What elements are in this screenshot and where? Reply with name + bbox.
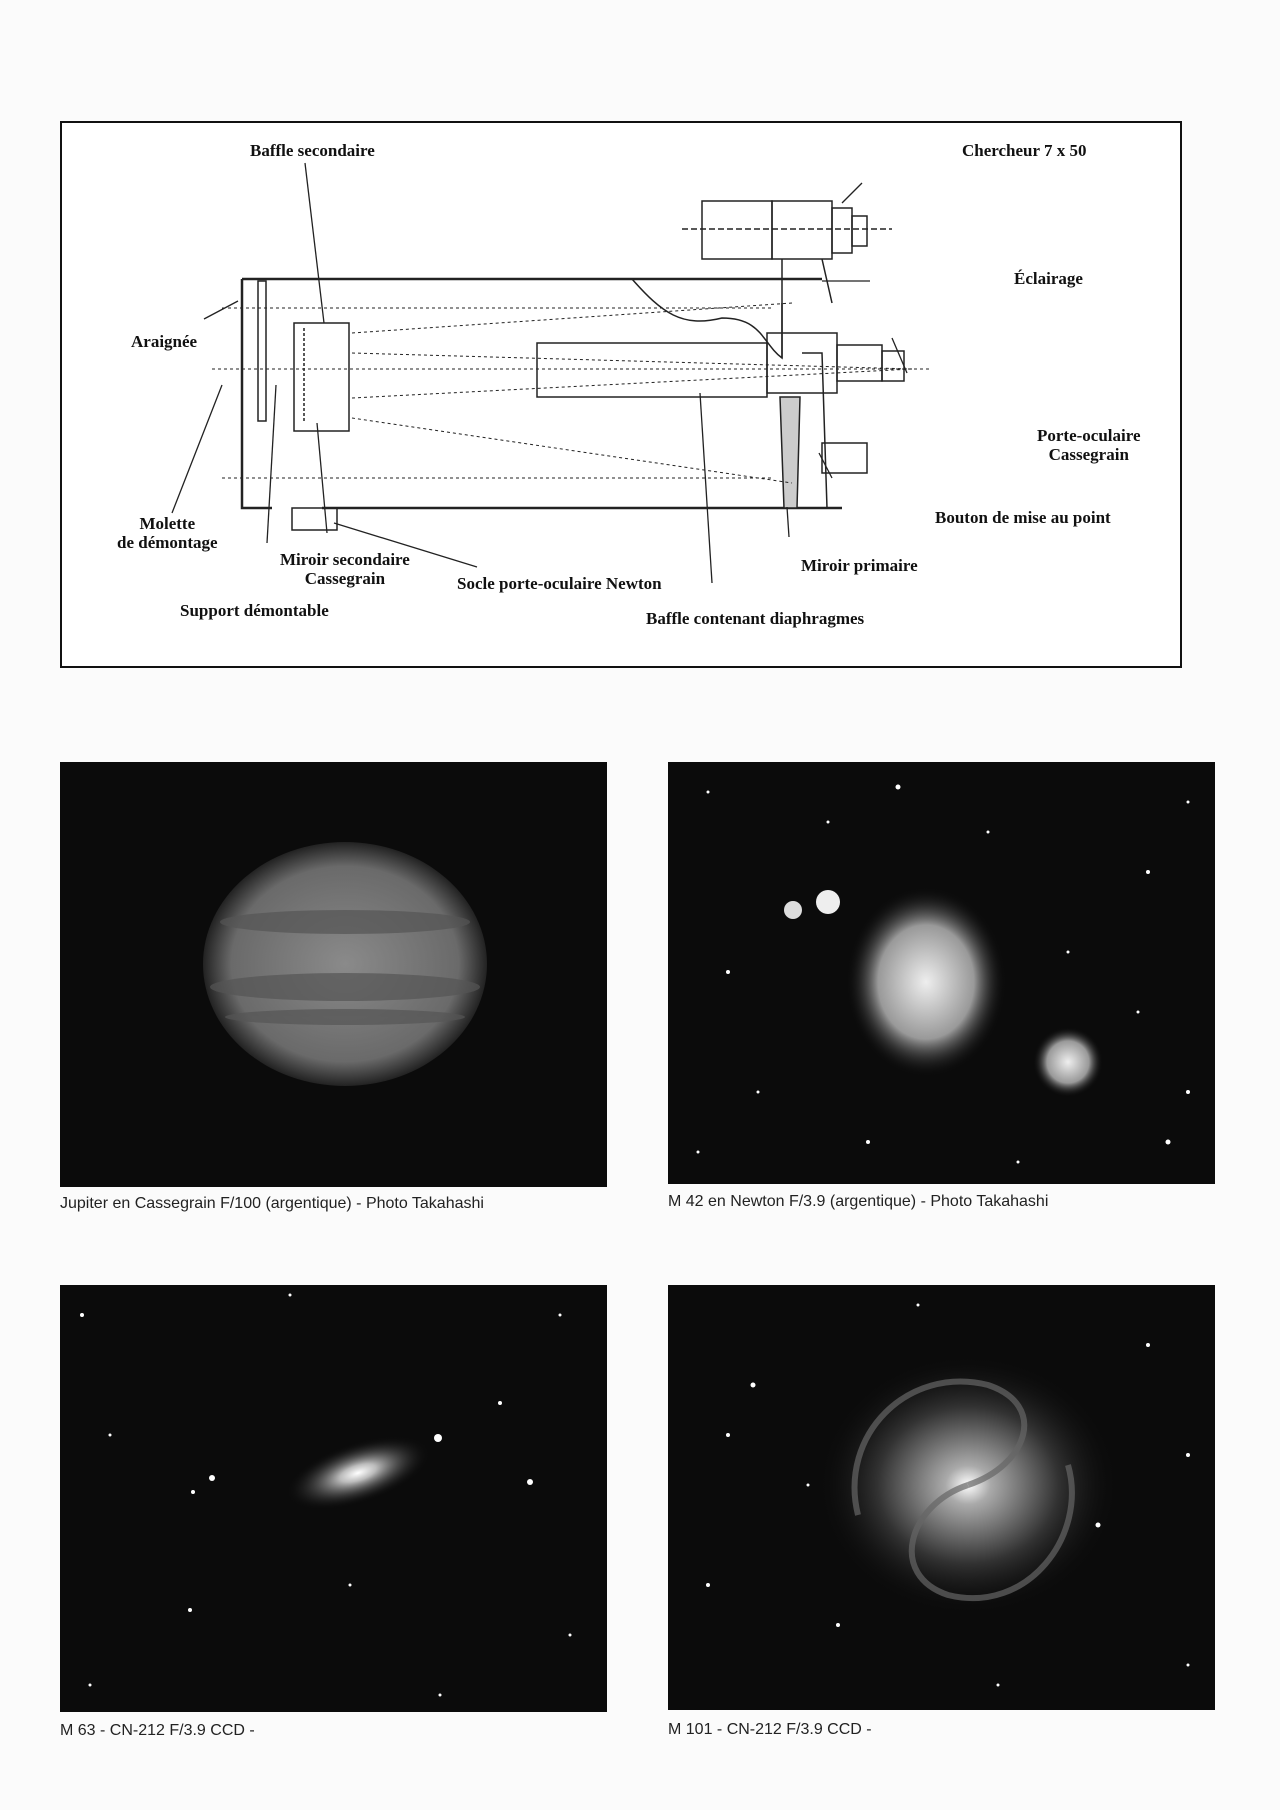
label-eclairage: Éclairage xyxy=(1014,269,1083,288)
caption-m63: M 63 - CN-212 F/3.9 CCD - xyxy=(60,1722,255,1739)
photo-m101 xyxy=(668,1285,1215,1710)
label-porte-oculaire-line2: Cassegrain xyxy=(1048,445,1129,464)
label-molette-line1: Molette xyxy=(139,514,196,533)
label-baffle-secondaire: Baffle secondaire xyxy=(250,141,375,160)
label-support: Support démontable xyxy=(180,601,329,620)
label-chercheur: Chercheur 7 x 50 xyxy=(962,141,1087,160)
label-miroir-secondaire-line2: Cassegrain xyxy=(304,569,386,588)
photo-m63 xyxy=(60,1285,607,1712)
photo-jupiter xyxy=(60,762,607,1187)
label-molette-line2: de démontage xyxy=(117,533,218,552)
label-socle: Socle porte-oculaire Newton xyxy=(457,574,662,593)
caption-jupiter: Jupiter en Cassegrain F/100 (argentique)… xyxy=(60,1195,484,1212)
label-baffle-diaphragmes: Baffle contenant diaphragmes xyxy=(646,609,865,628)
label-molette: Molette de démontage xyxy=(117,514,218,552)
label-porte-oculaire: Porte-oculaire Cassegrain xyxy=(1037,426,1141,464)
label-miroir-secondaire-line1: Miroir secondaire xyxy=(280,550,410,569)
telescope-drawing xyxy=(171,162,932,584)
label-bouton: Bouton de mise au point xyxy=(935,508,1111,527)
label-miroir-primaire: Miroir primaire xyxy=(801,556,918,575)
caption-m42: M 42 en Newton F/3.9 (argentique) - Phot… xyxy=(668,1193,1049,1210)
telescope-diagram: Baffle secondaire Chercheur 7 x 50 Éclai… xyxy=(60,121,1182,668)
label-araignee: Araignée xyxy=(131,332,198,351)
label-porte-oculaire-line1: Porte-oculaire xyxy=(1037,426,1141,445)
label-miroir-secondaire: Miroir secondaire Cassegrain xyxy=(280,550,410,588)
photo-m42 xyxy=(668,762,1215,1184)
caption-m101: M 101 - CN-212 F/3.9 CCD - xyxy=(668,1721,872,1738)
